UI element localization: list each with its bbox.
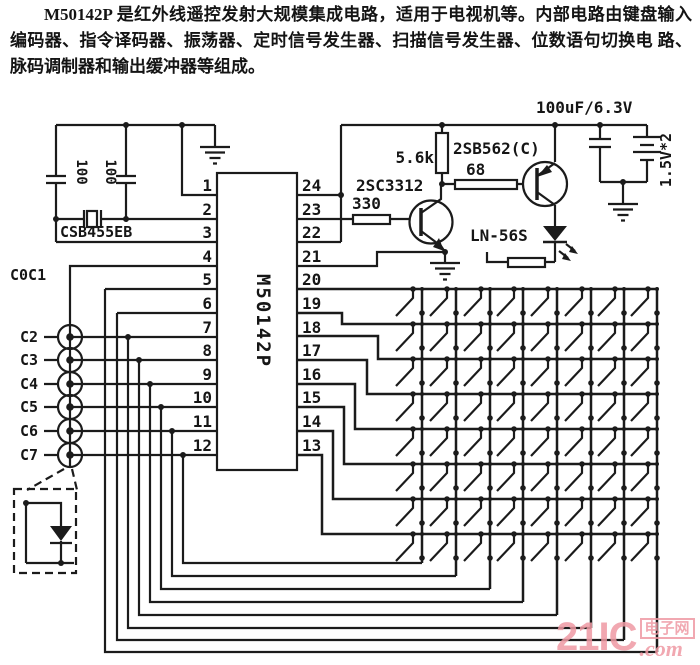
label-key: C7 — [20, 446, 38, 464]
pin-label: 7 — [202, 318, 212, 337]
label-cap-electrolytic: 100uF/6.3V — [536, 98, 633, 117]
pin-label: 11 — [193, 412, 212, 431]
pin-label: 13 — [302, 436, 321, 455]
pin-label: 4 — [202, 247, 212, 266]
led-symbol — [543, 226, 578, 261]
components — [12, 131, 640, 575]
resistor-330 — [351, 213, 392, 226]
key-matrix — [103, 286, 660, 654]
label-transistor-pnp: 2SB562(C) — [453, 139, 540, 158]
ground-top-left — [198, 145, 232, 165]
pin-label: 16 — [302, 365, 321, 384]
transistor-npn-symbol — [408, 184, 454, 253]
ic-outline — [215, 171, 299, 472]
resistor-led — [506, 256, 547, 269]
pin-label: 18 — [302, 318, 321, 337]
label-resistor-330: 330 — [352, 194, 381, 213]
label-cap2: 100 — [102, 159, 118, 184]
pin-label: 23 — [302, 200, 321, 219]
pin-label: 3 — [202, 223, 212, 242]
label-key: C2 — [20, 328, 38, 346]
left-pin-labels: 1 2 3 4 5 6 7 8 9 10 11 12 — [193, 176, 212, 455]
ground-battery — [606, 202, 640, 222]
label-cap1: 100 — [73, 159, 89, 184]
right-pin-labels: 24 23 22 21 20 19 18 17 16 15 14 13 — [302, 176, 321, 455]
key-row-labels: C2 C3 C4 C5 C6 C7 — [20, 328, 38, 464]
pin-label: 2 — [202, 200, 212, 219]
pin-label: 15 — [302, 388, 321, 407]
label-resonator: CSB455EB — [60, 223, 132, 241]
resistor-68 — [453, 178, 519, 191]
resistor-5k6 — [434, 131, 450, 175]
ic-label: M50142P — [252, 274, 274, 368]
diode-option-box — [12, 468, 79, 575]
resonator-symbol — [85, 209, 99, 229]
label-battery: 1.5V*2 — [657, 133, 675, 187]
junction-dots — [23, 122, 626, 566]
pin-label: 8 — [202, 341, 212, 360]
pin-label: 6 — [202, 294, 212, 313]
pin-label: 17 — [302, 341, 321, 360]
pin-label: 19 — [302, 294, 321, 313]
label-resistor-68: 68 — [466, 160, 485, 179]
key-connectors — [56, 323, 84, 469]
pin-label: 12 — [193, 436, 212, 455]
pin-label: 1 — [202, 176, 212, 195]
label-connector-header: C0C1 — [10, 266, 46, 284]
pin-label: 21 — [302, 247, 321, 266]
label-key: C6 — [20, 422, 38, 440]
pin-label: 14 — [302, 412, 321, 431]
pin-label: 22 — [302, 223, 321, 242]
label-led: LN-56S — [470, 226, 528, 245]
pin-label: 9 — [202, 365, 212, 384]
label-key: C3 — [20, 351, 38, 369]
pin-label: 20 — [302, 270, 321, 289]
ground-emitter — [428, 261, 462, 281]
label-transistor-npn: 2SC3312 — [356, 176, 423, 195]
transistor-pnp-symbol — [521, 160, 569, 208]
pin-label: 10 — [193, 388, 212, 407]
labels: M50142P 1 2 3 4 5 6 7 8 9 10 11 12 24 23… — [10, 98, 675, 464]
pin-label: 5 — [202, 270, 212, 289]
pin-label: 24 — [302, 176, 321, 195]
wiring — [44, 123, 661, 536]
label-resistor-5k6: 5.6k — [395, 148, 434, 167]
description-text: M50142P 是红外线遥控发射大规模集成电路，适用于电视机等。内部电路由键盘输… — [10, 5, 692, 76]
label-key: C4 — [20, 375, 38, 393]
label-key: C5 — [20, 398, 38, 416]
